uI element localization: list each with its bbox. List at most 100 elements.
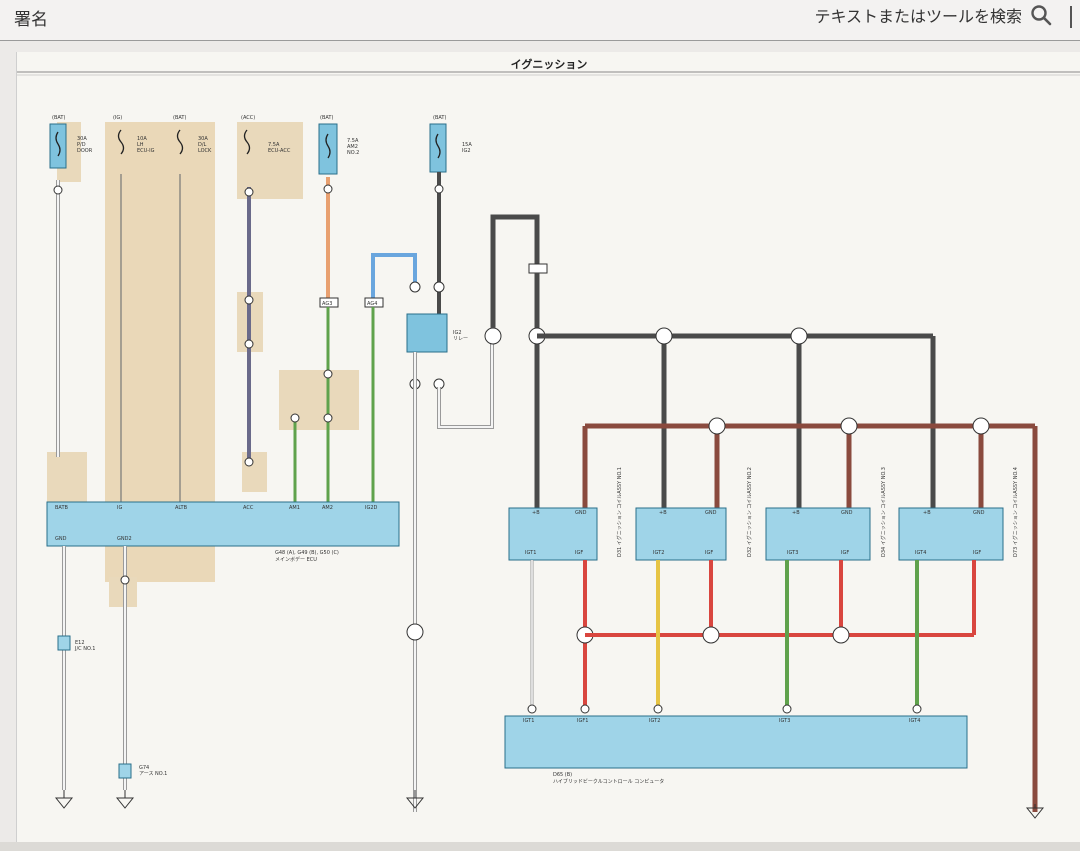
fuse-3: (BAT) 30A D/L LOCK	[173, 115, 212, 155]
ecu-pin-gnd2: GND2	[117, 536, 132, 542]
search-field[interactable]: テキストまたはツールを検索	[814, 3, 1052, 27]
coil-4	[898, 507, 1004, 561]
ecu-pin-ig2d: IG2D	[365, 505, 378, 511]
relay-label-2: リレー	[453, 336, 468, 342]
coil-3	[765, 507, 871, 561]
coil-1-label: D31 イグニッション コイルASSY NO.1	[616, 467, 623, 557]
zone-acc	[237, 122, 303, 199]
wiring-diagram: イグニッション (BAT) 30A P/D DOOR (IG) 10A LH E…	[17, 57, 1080, 819]
search-icon[interactable]	[1030, 4, 1052, 26]
splice-gnd3	[840, 417, 858, 435]
diagram-title: イグニッション	[511, 57, 588, 71]
coil-3-pin-igt: IGT3	[787, 550, 798, 556]
zone-j9	[47, 452, 87, 502]
ecu-pin-am1: AM1	[289, 505, 300, 511]
conn-acc-3	[244, 339, 254, 349]
coil-2-pin-b: +B	[659, 510, 667, 516]
coil-1-pin-gnd: GND	[575, 510, 587, 516]
ground-g74-box	[118, 763, 132, 779]
fuse-6: (BAT) 15A IG2	[429, 115, 472, 173]
fuse-6-label-2: IG2	[462, 148, 471, 154]
fuse-1-label-3: DOOR	[77, 148, 93, 154]
fuse-5-label-3: NO.2	[347, 150, 359, 156]
fuse-1-source: (BAT)	[52, 115, 65, 121]
coil-2-pin-igt: IGT2	[653, 550, 664, 556]
coil-1-pin-b: +B	[532, 510, 540, 516]
conn-acc	[244, 187, 254, 197]
fuse-2-label-2: LH	[137, 142, 144, 148]
conn-hv-1	[527, 704, 537, 714]
ecu-pin-altb: ALTB	[175, 505, 188, 511]
ground-symbol-4	[1025, 804, 1045, 819]
coil-4-pin-igf: IGF	[973, 550, 981, 556]
coil-1	[508, 507, 598, 561]
relay-label: IG2	[453, 330, 462, 336]
coil-3-pin-gnd: GND	[841, 510, 853, 516]
wire-relay-out	[437, 342, 494, 429]
ecu-pin-ig: IG	[117, 505, 122, 511]
main-body-ecu	[46, 501, 400, 547]
ecu-pin-am2: AM2	[322, 505, 333, 511]
splice-gnd2	[708, 417, 726, 435]
conn-acc-2	[244, 295, 254, 305]
signature-menu[interactable]: 署名	[14, 10, 48, 30]
fuse-6-label: 15A	[462, 142, 472, 148]
wiring-diagram-page: イグニッション (BAT) 30A P/D DOOR (IG) 10A LH E…	[16, 52, 1080, 842]
fuse-4: (ACC) 7.5A ECU-ACC	[241, 115, 291, 155]
jc-box	[57, 635, 71, 651]
ground-g74-label-2: アース NO.1	[139, 771, 167, 777]
zone-j10	[279, 370, 359, 430]
fuse-4-label-2: ECU-ACC	[268, 148, 291, 154]
conn-am1	[290, 413, 300, 423]
hv-pin-igt3: IGT3	[779, 718, 790, 724]
jc-label-2: J/C NO.1	[74, 646, 95, 652]
splice-igf3	[832, 626, 850, 644]
fuse-5-source: (BAT)	[320, 115, 333, 121]
fuse-2-label: 10A	[137, 136, 147, 142]
ecu-pin-acc: ACC	[243, 505, 254, 511]
fuse-1-label-2: P/D	[77, 142, 86, 148]
conn-ig2	[434, 184, 444, 194]
conn-hv-5	[912, 704, 922, 714]
splice-gray	[406, 623, 424, 641]
conn-am2	[323, 184, 333, 194]
ecu-label-2: メインボデー ECU	[275, 556, 317, 563]
text-cursor	[1070, 6, 1072, 28]
conn-acc-4	[244, 457, 254, 467]
conn-da2	[528, 263, 548, 274]
search-placeholder[interactable]: テキストまたはツールを検索	[814, 7, 1022, 26]
splice-coil3	[790, 327, 808, 345]
top-toolbar: 署名 テキストまたはツールを検索	[0, 0, 1080, 41]
coil-1-pin-igf: IGF	[575, 550, 583, 556]
wire-blue	[371, 253, 417, 300]
conn-hv-4	[782, 704, 792, 714]
coil-3-pin-igf: IGF	[841, 550, 849, 556]
conn-j10b	[323, 413, 333, 423]
fuse-3-label: 30A	[198, 136, 208, 142]
ground-symbol-3	[405, 790, 425, 809]
coil-2	[635, 507, 727, 561]
hv-pin-igt2: IGT2	[649, 718, 660, 724]
splice-coil2	[655, 327, 673, 345]
coil-2-pin-gnd: GND	[705, 510, 717, 516]
fuse-3-label-3: LOCK	[198, 148, 212, 154]
hv-pin-igt1: IGT1	[523, 718, 534, 724]
hv-pin-igf1: IGF1	[577, 718, 588, 724]
coil-3-label: D34 イグニッション コイルASSY NO.3	[880, 467, 887, 557]
splice-relay	[484, 327, 502, 345]
splice-igf2	[702, 626, 720, 644]
fuse-1-label: 30A	[77, 136, 87, 142]
relay-body	[406, 313, 448, 353]
fuse-4-label: 7.5A	[268, 142, 280, 148]
coil-4-pin-b: +B	[923, 510, 931, 516]
ground-g74-label: G74	[139, 765, 149, 771]
conn-gnd2	[120, 575, 130, 585]
conn-relay-b	[433, 281, 445, 293]
fuse-3-source: (BAT)	[173, 115, 186, 121]
fuse-5: (BAT) 7.5A AM2 NO.2	[318, 115, 359, 175]
coil-3-pin-b: +B	[792, 510, 800, 516]
coil-4-pin-igt: IGT4	[915, 550, 926, 556]
ecu-pin-gnd: GND	[55, 536, 67, 542]
conn-hv-2	[580, 704, 590, 714]
fuse-1: (BAT) 30A P/D DOOR	[49, 115, 93, 169]
